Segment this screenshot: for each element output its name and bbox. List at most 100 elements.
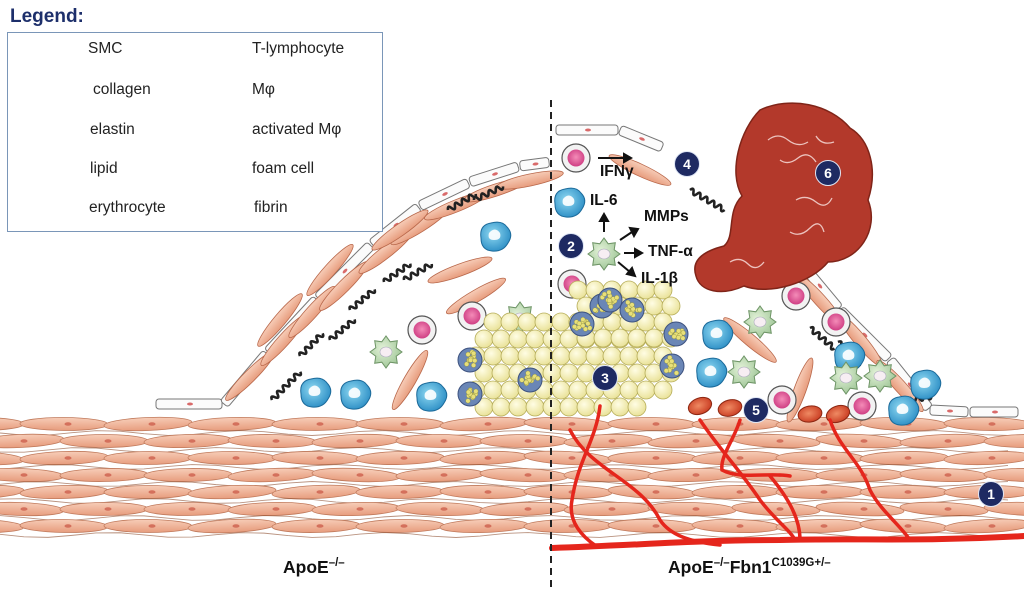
smc-nucleus bbox=[20, 473, 28, 477]
smc-cell bbox=[103, 485, 193, 499]
smc-cell bbox=[859, 451, 949, 465]
smc-nucleus bbox=[148, 524, 156, 528]
t-lymphocyte bbox=[781, 281, 811, 311]
smc-nucleus bbox=[652, 456, 660, 460]
lipid-droplet bbox=[483, 380, 503, 400]
smc-nucleus bbox=[736, 456, 744, 460]
macrophage bbox=[696, 357, 728, 388]
smc-cell bbox=[0, 433, 65, 449]
t-lymphocyte bbox=[847, 391, 877, 421]
smc-nucleus bbox=[400, 456, 408, 460]
erythrocyte bbox=[797, 405, 823, 423]
smc-cell bbox=[19, 417, 109, 431]
foam-cell bbox=[663, 321, 689, 347]
smc-nucleus bbox=[860, 439, 868, 443]
elastin-fiber bbox=[0, 515, 1009, 521]
smc-cell bbox=[815, 433, 905, 449]
smc-nucleus bbox=[692, 439, 700, 443]
smc-nucleus bbox=[988, 422, 996, 426]
smc-cell bbox=[271, 484, 361, 500]
smc-cell bbox=[187, 484, 277, 500]
smc-nucleus bbox=[400, 490, 408, 494]
smc-nucleus bbox=[20, 507, 28, 511]
smc-cell bbox=[691, 519, 781, 533]
cap-smc bbox=[257, 293, 303, 347]
smc-nucleus bbox=[148, 490, 156, 494]
smc-nucleus bbox=[232, 490, 240, 494]
smc-cell bbox=[899, 433, 989, 449]
media-smc-layer bbox=[0, 416, 1024, 538]
neovessel bbox=[698, 418, 797, 542]
lipid-droplet bbox=[508, 397, 528, 417]
lipid-droplet bbox=[559, 397, 579, 417]
smc-nucleus bbox=[820, 422, 828, 426]
smc-cell bbox=[355, 417, 445, 431]
smc-nucleus bbox=[736, 490, 744, 494]
smc-cell bbox=[899, 501, 989, 517]
macrophage bbox=[702, 319, 734, 350]
activated-macrophage bbox=[743, 305, 777, 339]
lipid-droplet bbox=[491, 363, 511, 383]
t-lymphocyte bbox=[457, 301, 487, 331]
smc-nucleus bbox=[356, 507, 364, 511]
smc-nucleus bbox=[944, 507, 952, 511]
lipid-droplet bbox=[491, 329, 511, 349]
foam-cell bbox=[457, 347, 483, 373]
foam-cell bbox=[659, 353, 685, 379]
smc-cell bbox=[355, 485, 445, 499]
smc-cell bbox=[311, 433, 401, 449]
smc-nucleus bbox=[988, 524, 996, 528]
smc-cell bbox=[439, 485, 529, 499]
smc-cell bbox=[355, 519, 445, 533]
lipid-droplet bbox=[551, 312, 571, 332]
t-lymphocyte bbox=[821, 307, 851, 337]
smc-nucleus bbox=[692, 507, 700, 511]
smc-cell bbox=[187, 416, 277, 432]
smc-nucleus bbox=[232, 524, 240, 528]
main-vessel bbox=[549, 533, 1024, 551]
smc-nucleus bbox=[272, 507, 280, 511]
label-il-6: IL-6 bbox=[590, 192, 618, 209]
lipid-droplet bbox=[602, 346, 622, 366]
smc-nucleus bbox=[148, 456, 156, 460]
smc-nucleus bbox=[820, 490, 828, 494]
macrophage bbox=[480, 221, 512, 252]
smc-cell bbox=[983, 434, 1024, 448]
legend-label-lipid: lipid bbox=[90, 160, 118, 177]
foam-cell bbox=[457, 381, 483, 407]
smc-nucleus bbox=[272, 473, 280, 477]
lipid-droplet bbox=[661, 296, 681, 316]
smc-nucleus bbox=[568, 456, 576, 460]
smc-nucleus bbox=[944, 473, 952, 477]
smc-cell bbox=[143, 502, 233, 516]
lipid-droplet bbox=[559, 363, 579, 383]
lipid-droplet bbox=[483, 312, 503, 332]
smc-nucleus bbox=[860, 507, 868, 511]
smc-cell bbox=[103, 451, 193, 465]
lipid-droplet bbox=[500, 380, 520, 400]
collagen-fiber bbox=[809, 325, 836, 351]
smc-cell bbox=[439, 518, 529, 534]
smc-nucleus bbox=[524, 507, 532, 511]
lipid-droplet bbox=[500, 346, 520, 366]
legend-label-foam-cell: foam cell bbox=[252, 160, 315, 177]
smc-nucleus bbox=[64, 422, 72, 426]
smc-cell bbox=[19, 450, 109, 466]
collagen-fiber bbox=[270, 371, 303, 401]
cap-smc bbox=[427, 256, 493, 284]
smc-nucleus bbox=[104, 439, 112, 443]
lipid-droplet bbox=[593, 328, 613, 348]
caption-left-base: ApoE bbox=[283, 557, 329, 577]
lipid-droplet bbox=[610, 328, 630, 348]
cap-smc bbox=[306, 244, 354, 296]
smc-nucleus bbox=[316, 490, 324, 494]
smc-cell bbox=[19, 519, 109, 533]
lipid-droplet bbox=[525, 397, 545, 417]
lipid-droplet bbox=[627, 328, 647, 348]
marker-6: 6 bbox=[815, 160, 841, 186]
erythrocyte bbox=[687, 396, 713, 416]
legend-label-activated-macrophage: activated Mφ bbox=[252, 121, 342, 138]
legend-label-erythrocyte: erythrocyte bbox=[89, 199, 166, 216]
